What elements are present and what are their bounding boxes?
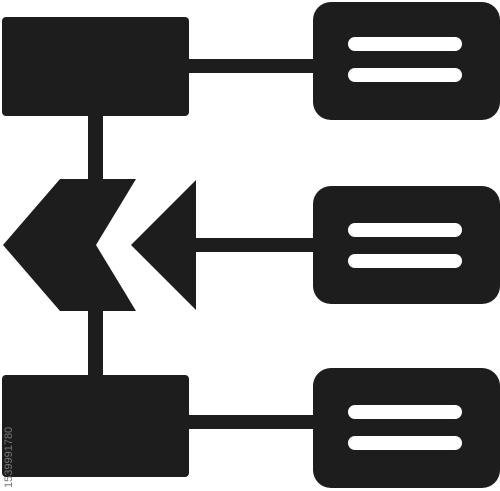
bottom-card-line-1 xyxy=(348,405,462,419)
bottom-right-card xyxy=(313,368,500,488)
middle-card-line-1 xyxy=(348,223,462,237)
middle-right-card xyxy=(313,186,500,304)
stock-image-id: 1539991780 xyxy=(3,378,15,488)
top-card-line-2 xyxy=(348,68,462,82)
middle-horizontal-connector xyxy=(188,238,316,252)
top-card-line-1 xyxy=(348,37,462,51)
upper-vertical-connector xyxy=(88,115,103,185)
left-chevron-arrow xyxy=(3,179,136,311)
bottom-horizontal-connector xyxy=(188,415,316,429)
right-arrowhead xyxy=(131,180,196,310)
top-right-card xyxy=(313,2,500,120)
bottom-left-block xyxy=(2,375,189,477)
middle-card-line-2 xyxy=(348,254,462,268)
top-horizontal-connector xyxy=(188,59,316,73)
top-left-block xyxy=(2,17,189,116)
stock-image-id-text: 1539991780 xyxy=(3,426,15,488)
bottom-card-line-2 xyxy=(348,436,462,450)
lower-vertical-connector xyxy=(88,305,103,377)
